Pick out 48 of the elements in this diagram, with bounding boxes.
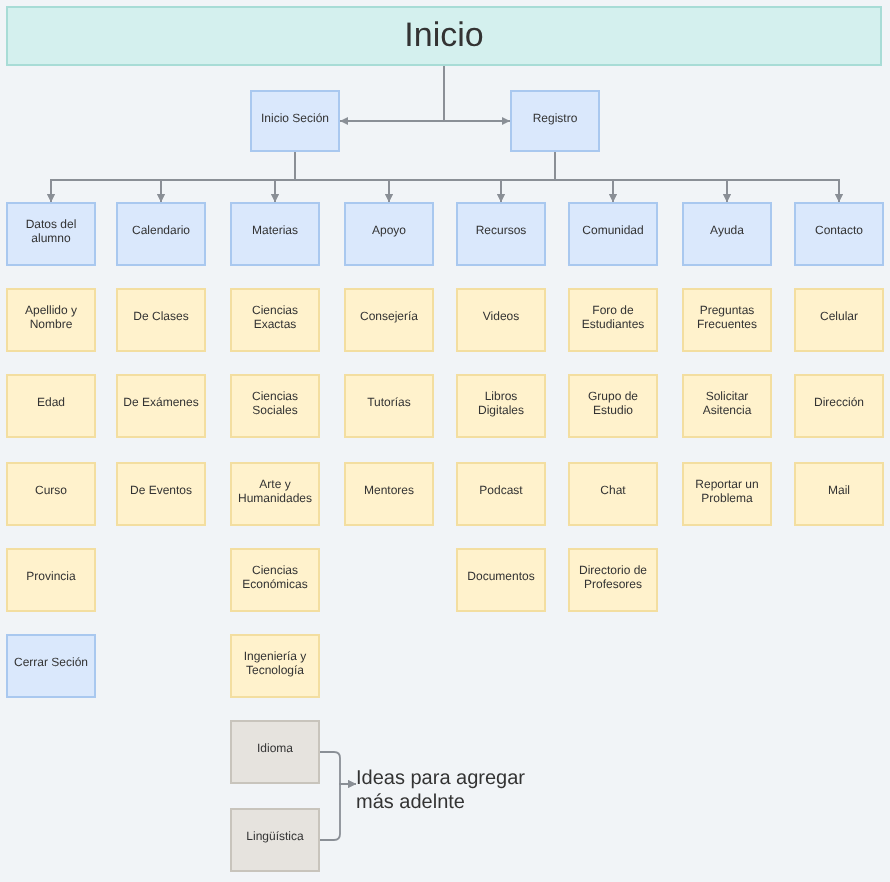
note-text: Ideas para agregar más adelnte	[356, 768, 556, 816]
title-banner	[6, 6, 882, 66]
title-text: Inicio	[402, 16, 486, 56]
menu-box	[456, 462, 546, 526]
menu-box	[250, 90, 340, 152]
arrow	[554, 151, 843, 203]
menu-box	[6, 374, 96, 438]
menu-box	[116, 462, 206, 526]
menu-box	[6, 288, 96, 352]
menu-box	[230, 462, 320, 526]
menu-box	[116, 288, 206, 352]
menu-box	[6, 548, 96, 612]
menu-box	[568, 462, 658, 526]
menu-box	[6, 634, 96, 698]
menu-box	[230, 374, 320, 438]
menu-box	[116, 374, 206, 438]
menu-box	[682, 374, 772, 438]
menu-box	[456, 548, 546, 612]
menu-box	[344, 462, 434, 526]
menu-box	[344, 374, 434, 438]
menu-box	[510, 90, 600, 152]
menu-box	[794, 288, 884, 352]
menu-box	[682, 288, 772, 352]
menu-box	[6, 202, 96, 266]
menu-box	[230, 720, 320, 784]
menu-box	[230, 808, 320, 872]
menu-box	[6, 462, 96, 526]
menu-box	[344, 202, 434, 266]
menu-box	[794, 202, 884, 266]
menu-box	[230, 288, 320, 352]
arrow	[443, 65, 511, 125]
menu-box	[682, 462, 772, 526]
menu-box	[344, 288, 434, 352]
menu-box	[230, 548, 320, 612]
menu-box	[794, 462, 884, 526]
menu-box	[568, 288, 658, 352]
menu-box	[456, 202, 546, 266]
menu-box	[568, 548, 658, 612]
menu-box	[568, 202, 658, 266]
menu-box	[568, 374, 658, 438]
menu-box	[116, 202, 206, 266]
menu-box	[456, 288, 546, 352]
menu-box	[456, 374, 546, 438]
arrow	[319, 780, 357, 841]
menu-box	[230, 634, 320, 698]
menu-box	[682, 202, 772, 266]
menu-box	[230, 202, 320, 266]
menu-box	[794, 374, 884, 438]
